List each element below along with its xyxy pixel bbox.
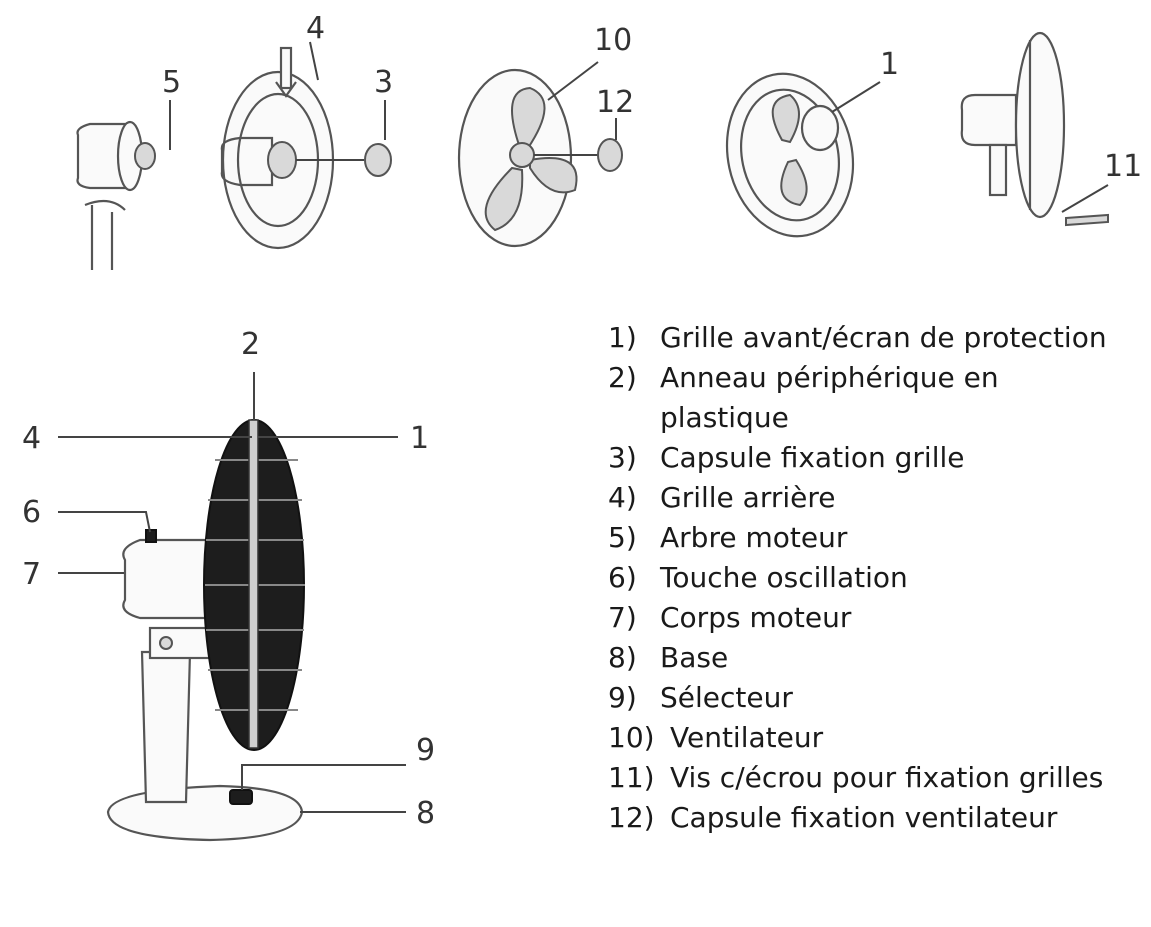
- legend-number: 11): [608, 761, 655, 794]
- legend-item: 9) Sélecteur: [608, 678, 1128, 718]
- legend-label: Anneau périphérique en plastique: [660, 361, 999, 434]
- legend-number: 4): [608, 481, 637, 514]
- fan-side-view: 2 4 1 6 7 9 8: [22, 327, 435, 842]
- plastic-ring-drawing: [248, 419, 259, 749]
- step-fan-blade: 10 12: [457, 23, 634, 248]
- callout-top-4: 4: [306, 11, 325, 46]
- legend-label: Ventilateur: [670, 721, 824, 754]
- downward-arrow: [275, 81, 297, 98]
- callout-top-12: 12: [596, 85, 634, 120]
- callout-side-9: 9: [416, 733, 435, 768]
- legend-item: 12) Capsule fixation ventilateur: [608, 798, 1128, 838]
- legend-label: Sélecteur: [660, 681, 793, 714]
- legend-label: Touche oscillation: [660, 561, 908, 594]
- legend-number: 2): [608, 361, 637, 394]
- stand-column-drawing: [140, 650, 192, 804]
- callout-side-4: 4: [22, 421, 41, 456]
- legend-number: 10): [608, 721, 655, 754]
- legend-label: Grille arrière: [660, 481, 836, 514]
- step-screw: 11: [960, 31, 1142, 227]
- front-grille-inner: [739, 88, 841, 222]
- screw-drawing: [1065, 213, 1109, 227]
- callout-top-5: 5: [162, 65, 181, 100]
- leader-11: [1061, 184, 1109, 213]
- legend-number: 5): [608, 521, 637, 554]
- leader-side-9: [241, 764, 406, 790]
- step-motor-shaft: 5: [76, 65, 181, 270]
- callout-side-1: 1: [410, 421, 429, 456]
- fan-cap-drawing: [597, 138, 623, 172]
- legend-label: Corps moteur: [660, 601, 852, 634]
- grille-hub: [267, 141, 297, 179]
- stand-neck-drawing: [84, 199, 126, 270]
- callout-side-8: 8: [416, 796, 435, 831]
- blade-right: [529, 157, 578, 194]
- grille-screw-tab: [279, 46, 293, 90]
- legend-label: Capsule fixation ventilateur: [670, 801, 1058, 834]
- step-rear-grille: 4 3: [220, 11, 393, 250]
- legend-item: 11) Vis c/écrou pour fixation grilles: [608, 758, 1128, 798]
- step-front-grille: 1: [725, 47, 899, 238]
- legend-label: Capsule fixation grille: [660, 441, 965, 474]
- legend-number: 1): [608, 321, 637, 354]
- legend-item: 2) Anneau périphérique en plastique: [608, 358, 1128, 438]
- legend-item: 8) Base: [608, 638, 1128, 678]
- grille-cap-drawing: [364, 143, 392, 177]
- motor-behind-grille: [220, 136, 274, 187]
- legend-number: 8): [608, 641, 637, 674]
- side-grille-drawing: [1014, 31, 1066, 219]
- motor-shaft-drawing: [134, 142, 156, 170]
- leader-10: [547, 61, 599, 101]
- legend-item: 5) Arbre moteur: [608, 518, 1128, 558]
- legend-label: Vis c/écrou pour fixation grilles: [670, 761, 1104, 794]
- legend-label: Grille avant/écran de protection: [660, 321, 1107, 354]
- legend-number: 6): [608, 561, 637, 594]
- legend-item: 1) Grille avant/écran de protection: [608, 318, 1128, 358]
- blade-upper: [511, 86, 546, 149]
- motor-body-drawing: [122, 538, 214, 620]
- callout-side-7: 7: [22, 557, 41, 592]
- callout-side-2: 2: [241, 327, 260, 362]
- legend-label: Arbre moteur: [660, 521, 848, 554]
- legend-item: 7) Corps moteur: [608, 598, 1128, 638]
- legend-item: 3) Capsule fixation grille: [608, 438, 1128, 478]
- legend-item: 4) Grille arrière: [608, 478, 1128, 518]
- motor-side-drawing: [960, 93, 1018, 147]
- fan-base-drawing: [106, 784, 304, 842]
- oscillation-button-drawing: [145, 529, 157, 543]
- callout-top-3: 3: [374, 65, 393, 100]
- leader-side-6: [58, 511, 151, 533]
- legend-number: 7): [608, 601, 637, 634]
- front-badge: [800, 104, 840, 152]
- legend-number: 9): [608, 681, 637, 714]
- legend-number: 12): [608, 801, 655, 834]
- callout-top-11: 11: [1104, 149, 1142, 184]
- bracket-knob: [159, 636, 173, 650]
- side-neck-drawing: [988, 143, 1008, 197]
- legend-label: Base: [660, 641, 729, 674]
- front-blade-2: [780, 158, 808, 207]
- leader-4: [309, 41, 319, 81]
- speed-selector-drawing: [229, 789, 253, 805]
- legend-item: 10) Ventilateur: [608, 718, 1128, 758]
- blade-hub: [509, 142, 535, 168]
- blade-lower: [484, 166, 524, 232]
- parts-legend: 1) Grille avant/écran de protection 2) Ann…: [608, 318, 1128, 838]
- legend-item: 6) Touche oscillation: [608, 558, 1128, 598]
- legend-number: 3): [608, 441, 637, 474]
- callout-top-10: 10: [594, 23, 632, 58]
- callout-top-1: 1: [880, 47, 899, 82]
- front-blade-1: [771, 93, 800, 144]
- leader-1-top: [831, 81, 881, 113]
- callout-side-6: 6: [22, 495, 41, 530]
